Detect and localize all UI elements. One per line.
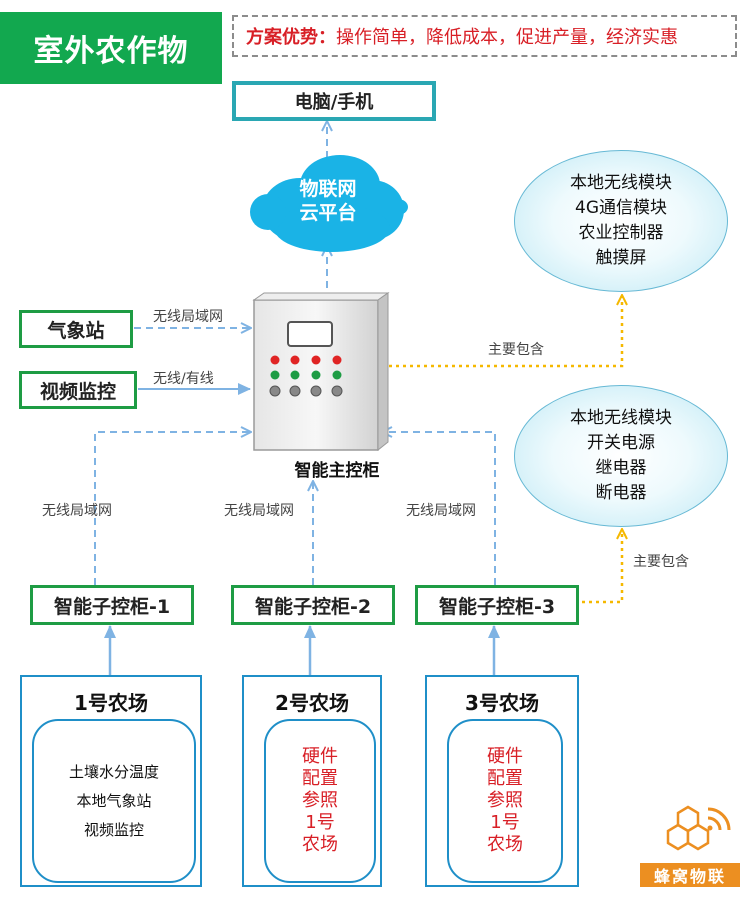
cloud-shape (250, 155, 408, 252)
farm-detail-box: 硬件 配置 参照 1号 农场 (264, 719, 376, 883)
farm-2: 2号农场 硬件 配置 参照 1号 农场 (242, 675, 382, 887)
computer-phone-node: 电脑/手机 (232, 81, 436, 121)
video-monitor-node: 视频监控 (19, 371, 137, 409)
main-component-item: 本地无线模块 (570, 173, 672, 193)
farm-detail-box: 土壤水分温度 本地气象站 视频监控 (32, 719, 196, 883)
sub-component-item: 开关电源 (587, 433, 655, 453)
page-title: 室外农作物 (0, 12, 222, 84)
farm-title: 2号农场 (275, 691, 349, 715)
edge-sub3-sub-components (582, 530, 622, 604)
edge-label-sub-contains: 主要包含 (633, 554, 689, 570)
farm-item: 硬件 (302, 746, 338, 767)
sub-component-item: 继电器 (595, 458, 647, 478)
farm-item: 本地气象站 (76, 791, 152, 810)
cloud-line-2: 云平台 (299, 202, 357, 224)
edge-sub1-cabinet (94, 432, 250, 585)
sub-component-item: 本地无线模块 (570, 408, 672, 428)
edge-label-sub3: 无线局域网 (406, 503, 476, 519)
advantage-banner: 方案优势： 操作简单，降低成本，促进产量，经济实惠 (232, 15, 737, 57)
cloud-platform-label: 物联网 云平台 (278, 177, 378, 225)
main-component-item: 4G通信模块 (575, 198, 667, 218)
farm-detail-box: 硬件 配置 参照 1号 农场 (447, 719, 563, 883)
farm-3: 3号农场 硬件 配置 参照 1号 农场 (425, 675, 579, 887)
edge-cabinet-main-components (382, 296, 622, 368)
farm-title: 3号农场 (465, 691, 539, 715)
farm-item: 硬件 (487, 746, 523, 767)
farm-1: 1号农场 土壤水分温度 本地气象站 视频监控 (20, 675, 202, 887)
control-cabinet-illustration (252, 292, 390, 452)
farm-item: 配置 (302, 768, 338, 789)
farm-title: 1号农场 (74, 691, 148, 715)
advantage-text: 操作简单，降低成本，促进产量，经济实惠 (336, 27, 678, 48)
brand-name: 蜂窝物联 (640, 863, 740, 887)
sub-components-ellipse: 本地无线模块 开关电源 继电器 断电器 (514, 385, 728, 527)
edge-label-main-contains: 主要包含 (488, 342, 544, 358)
edge-label-weather: 无线局域网 (153, 309, 223, 325)
farm-item: 土壤水分温度 (68, 762, 159, 781)
main-component-item: 农业控制器 (578, 223, 664, 243)
advantage-label: 方案优势： (246, 27, 336, 48)
sub-cabinet-3: 智能子控柜-3 (415, 585, 579, 625)
farm-item: 1号 (305, 812, 335, 833)
sub-component-item: 断电器 (595, 483, 647, 503)
farm-item: 农场 (487, 834, 523, 855)
cloud-line-1: 物联网 (299, 178, 357, 200)
sub-cabinet-1: 智能子控柜-1 (30, 585, 194, 625)
farm-item: 1号 (490, 812, 520, 833)
farm-item: 配置 (487, 768, 523, 789)
sub-cabinet-2: 智能子控柜-2 (231, 585, 395, 625)
main-component-item: 触摸屏 (595, 248, 647, 268)
weather-station-node: 气象站 (19, 310, 133, 348)
farm-item: 参照 (302, 790, 338, 811)
edge-label-video: 无线/有线 (153, 371, 214, 387)
farm-item: 视频监控 (83, 820, 144, 839)
farm-item: 参照 (487, 790, 523, 811)
edge-sub3-cabinet (383, 432, 496, 585)
brand-logo-icon (666, 805, 731, 851)
main-components-ellipse: 本地无线模块 4G通信模块 农业控制器 触摸屏 (514, 150, 728, 292)
edge-label-sub1: 无线局域网 (42, 503, 112, 519)
main-cabinet-label: 智能主控柜 (294, 461, 380, 481)
edge-label-sub2: 无线局域网 (224, 503, 294, 519)
farm-item: 农场 (302, 834, 338, 855)
